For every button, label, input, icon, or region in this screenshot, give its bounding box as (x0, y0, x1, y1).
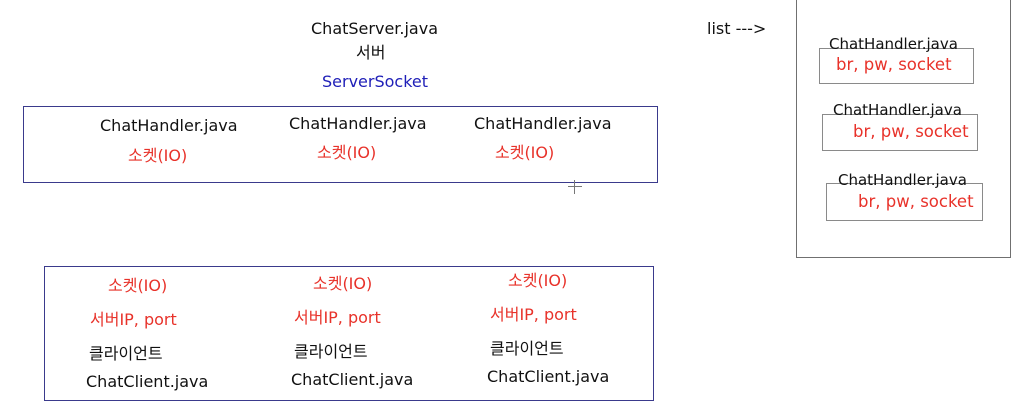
handler-socket-label: 소켓(IO) (495, 143, 555, 162)
client-file-label: ChatClient.java (86, 372, 209, 391)
list-item-file-label: ChatHandler.java (838, 171, 967, 189)
client-file-label: ChatClient.java (291, 370, 414, 389)
list-item (826, 183, 983, 221)
list-label: list ---> (707, 19, 767, 38)
list-item-fields-label: br, pw, socket (853, 122, 969, 141)
client-socket-label: 소켓(IO) (508, 271, 568, 290)
server-label: 서버 (356, 43, 386, 62)
client-label: 클라이언트 (89, 344, 163, 363)
handler-file-label: ChatHandler.java (100, 116, 238, 135)
list-item-fields-label: br, pw, socket (836, 55, 952, 74)
handler-file-label: ChatHandler.java (289, 114, 427, 133)
list-item-file-label: ChatHandler.java (833, 101, 962, 119)
client-label: 클라이언트 (294, 342, 368, 361)
clients-box (44, 266, 654, 401)
client-socket-label: 소켓(IO) (313, 274, 373, 293)
list-item (822, 114, 978, 151)
server-socket-label: ServerSocket (322, 72, 429, 91)
crosshair-cursor-icon (568, 180, 582, 194)
client-address-label: 서버IP, port (294, 308, 381, 327)
handler-socket-label: 소켓(IO) (128, 146, 188, 165)
handler-file-label: ChatHandler.java (474, 114, 612, 133)
list-item-fields-label: br, pw, socket (858, 192, 974, 211)
client-file-label: ChatClient.java (487, 367, 610, 386)
handlers-box (23, 106, 658, 183)
server-file-label: ChatServer.java (311, 19, 438, 38)
handler-list-container (796, 0, 1011, 258)
client-address-label: 서버IP, port (490, 305, 577, 324)
client-label: 클라이언트 (490, 339, 564, 358)
handler-socket-label: 소켓(IO) (317, 143, 377, 162)
list-item-file-label: ChatHandler.java (829, 35, 958, 53)
client-address-label: 서버IP, port (90, 310, 177, 329)
client-socket-label: 소켓(IO) (108, 276, 168, 295)
list-item (819, 48, 974, 84)
